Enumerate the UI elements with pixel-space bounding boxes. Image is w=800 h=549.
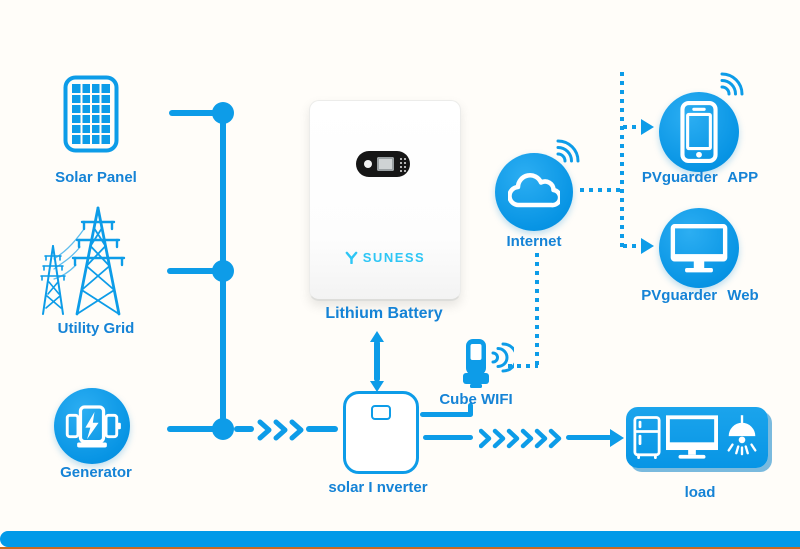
junction-dot-grid [212, 260, 234, 282]
lithium-battery-label: Lithium Battery [325, 305, 443, 322]
battery-display [356, 151, 410, 177]
load-node [626, 407, 768, 468]
connector-generator [167, 426, 223, 432]
arrow-down-icon [370, 381, 384, 392]
fridge-icon [633, 415, 661, 459]
internet-cloud-icon [508, 173, 560, 208]
inverter-indicator [371, 405, 391, 420]
battery-screen-icon [377, 157, 394, 171]
battery-dots-icon [400, 158, 402, 160]
wifi-signal-icon [556, 139, 580, 163]
internet-node [495, 153, 573, 231]
generator-icon [65, 405, 121, 448]
chevron-flow-right [479, 428, 562, 449]
brand-text: SUNESS [362, 250, 426, 265]
pvguarder-app-label: PVguarder APP [641, 169, 759, 186]
connector-into-inverter [306, 426, 338, 432]
logo-mark-icon [345, 251, 358, 264]
suness-logo: SUNESS [310, 250, 460, 265]
utility-grid-icon [40, 206, 126, 316]
pvguarder-web-node [659, 208, 739, 288]
battery-unit: SUNESS [309, 100, 461, 301]
junction-dot-solar [212, 102, 234, 124]
tv-icon [666, 415, 718, 459]
connector-inverter-load [423, 435, 473, 440]
connector-to-chevrons [234, 426, 254, 432]
smartphone-icon [680, 101, 718, 163]
dotted-wifi-internet [508, 364, 538, 368]
connector-solar [169, 110, 223, 116]
connector-inverter-wifi-h [420, 412, 473, 417]
load-label: load [684, 484, 716, 501]
pvguarder-app-node [659, 92, 739, 172]
dotted-internet-down [535, 253, 539, 367]
monitor-icon [670, 224, 728, 273]
bottom-accent-orange [0, 547, 800, 549]
dotted-to-app [623, 125, 641, 129]
arrow-to-load-line [566, 435, 612, 440]
chevron-flow-left [257, 419, 304, 441]
dotted-to-web [623, 244, 641, 248]
lamp-icon [727, 414, 757, 455]
bottom-bar-blue [0, 531, 800, 547]
generator-label: Generator [60, 464, 132, 481]
solar-inverter-label: solar I nverter [328, 479, 428, 496]
connector-grid [167, 268, 223, 274]
utility-grid-label: Utility Grid [57, 320, 135, 337]
generator-node [54, 388, 130, 464]
cube-wifi-label: Cube WIFI [439, 391, 513, 408]
cube-wifi-icon [463, 339, 514, 388]
arrow-to-app-head [641, 119, 654, 135]
solar-panel-icon [63, 75, 119, 153]
inverter-unit [343, 391, 419, 474]
pvguarder-web-label: PVguarder Web [641, 287, 759, 304]
arrow-to-load-head [610, 429, 624, 447]
arrow-up-icon [370, 331, 384, 342]
internet-label: Internet [506, 233, 562, 250]
battery-inverter-link [374, 340, 380, 382]
solar-panel-label: Solar Panel [55, 169, 137, 186]
dotted-branch-vertical [620, 72, 624, 250]
dotted-internet-right [580, 188, 622, 192]
connector-inverter-wifi-v [468, 403, 473, 416]
arrow-to-web-head [641, 238, 654, 254]
battery-led-icon [364, 160, 372, 168]
wifi-signal-icon [491, 342, 514, 373]
wifi-signal-icon [720, 72, 744, 96]
junction-dot-generator [212, 418, 234, 440]
